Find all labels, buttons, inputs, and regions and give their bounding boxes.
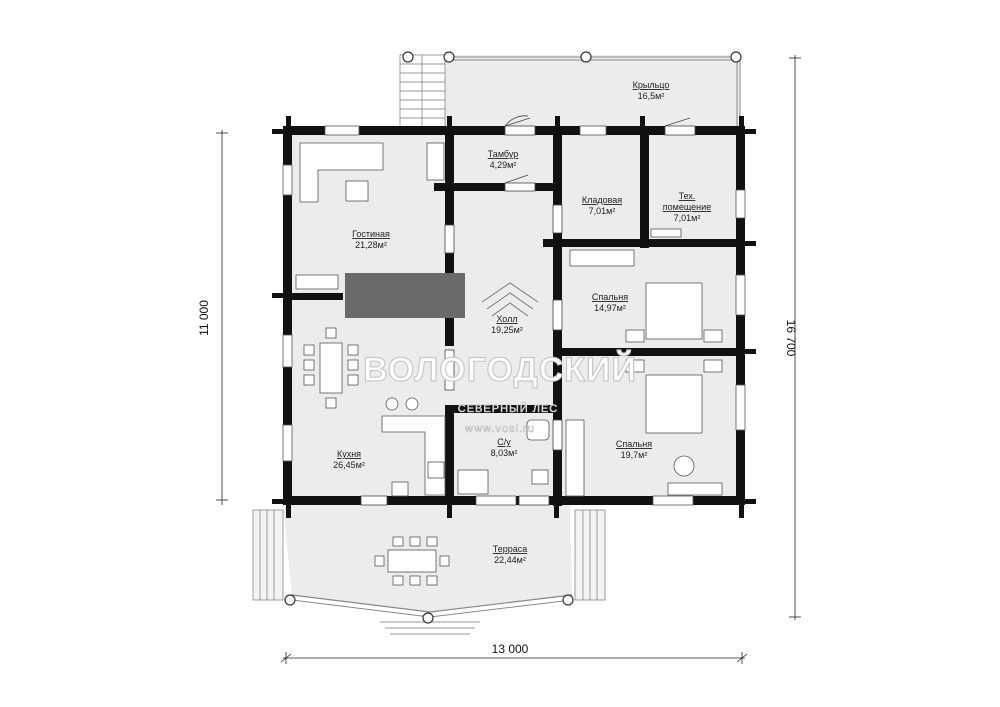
hall-name: Холл [496,314,517,324]
stove-block [345,273,465,318]
living-area: 21,28м² [355,240,387,250]
width-dimension: 13 000 [492,642,529,656]
vestibule-name: Тамбур [488,149,519,159]
hall-area: 19,25м² [491,325,523,335]
pantry-name: Кладовая [582,195,622,205]
watermark-url: www.vosl.ru [464,423,535,435]
bedroom1-area: 14,97м² [594,303,626,313]
windows [282,125,746,506]
bathroom-area: 8,03м² [491,448,518,458]
terrace-name: Терраса [493,544,528,554]
bedroom1-name: Спальня [592,292,628,302]
dimension-lines [216,55,801,664]
bedroom2-name: Спальня [616,439,652,449]
vestibule-area: 4,29м² [490,160,517,170]
floor-fills [253,55,745,612]
watermark-tagline: СЕВЕРНЫЙ ЛЕС [458,402,558,415]
bedroom2-area: 19,7м² [621,450,648,460]
watermark-brand: ВОЛОГОДСКИЙ [363,350,637,389]
utility-area: 7,01м² [674,213,701,223]
furniture [295,142,723,586]
total-depth-dimension: 16 700 [784,320,798,357]
living-name: Гостиная [352,229,390,239]
porch-name: Крыльцо [633,80,670,90]
bathroom-name: С/у [497,437,511,447]
utility-name-line1: Тех. [679,191,696,201]
doors [360,115,696,506]
porch-area: 16,5м² [638,91,665,101]
pantry-area: 7,01м² [589,206,616,216]
stairs [252,54,606,635]
kitchen-area: 26,45м² [333,460,365,470]
utility-name-line2: помещение [663,202,711,212]
porch-posts [284,51,742,624]
kitchen-name: Кухня [337,449,361,459]
terrace-area: 22,44м² [494,555,526,565]
hall-arrow [481,282,539,317]
room-labels: Крыльцо 16,5м² Тамбур 4,29м² Кладовая 7,… [333,80,711,565]
house-depth-dimension: 11 000 [197,300,211,336]
